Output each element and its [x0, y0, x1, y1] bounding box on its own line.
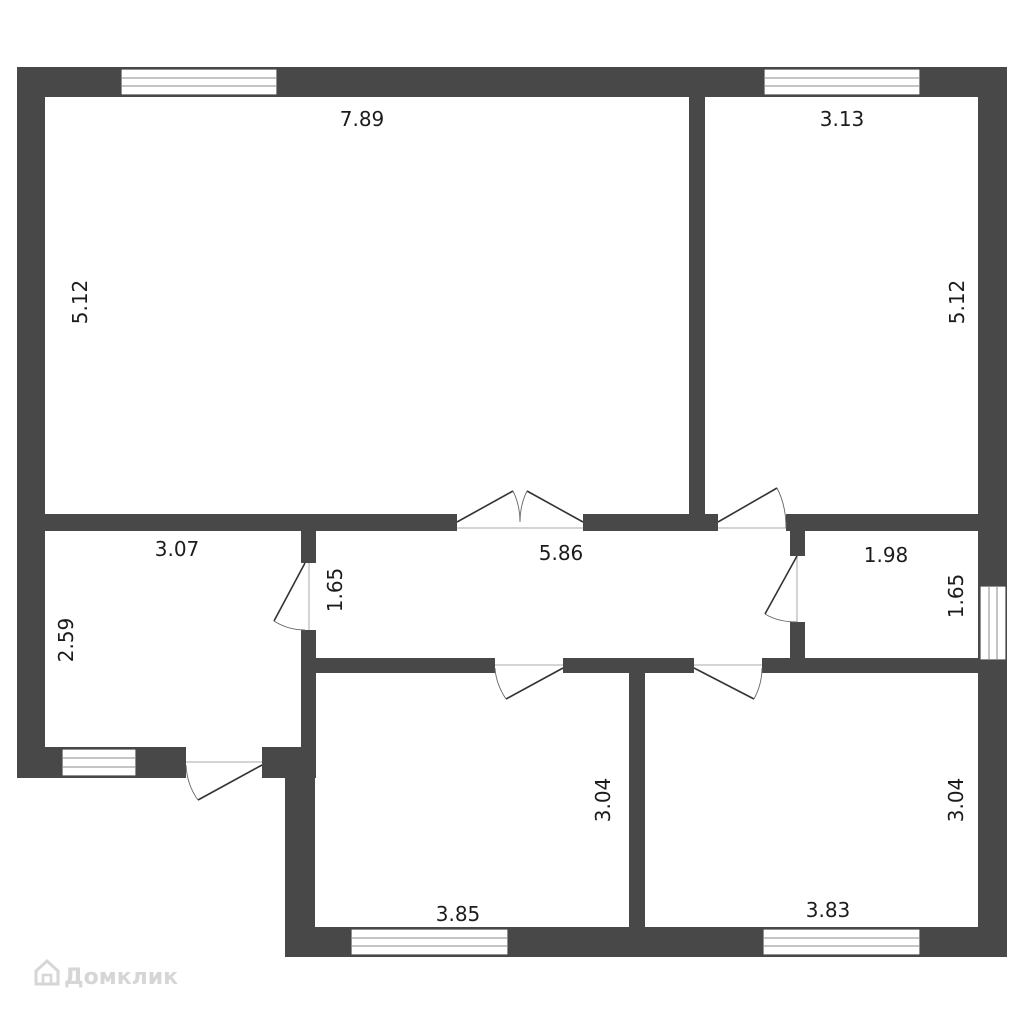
left-room-height-label: 2.59: [54, 618, 78, 663]
watermark: Домклик: [34, 958, 178, 990]
bedroom-bottom-right-width-label: 3.83: [806, 898, 851, 922]
door-bedroom-bottom-left: [494, 664, 564, 700]
living-room-width-label: 7.89: [340, 107, 385, 131]
door-gaps: [186, 513, 806, 779]
bedroom-bottom-left-width-label: 3.85: [436, 902, 481, 926]
door-left-room: [273, 562, 310, 631]
door-bathroom: [764, 555, 798, 623]
window-top-left: [120, 68, 278, 96]
bedroom-top-right-width-label: 3.13: [820, 107, 865, 131]
window-bottom-left: [350, 928, 509, 956]
house-icon: [34, 958, 60, 986]
watermark-text: Домклик: [64, 965, 178, 990]
entrance-door: [185, 761, 263, 801]
bedroom-bottom-right-height-label: 3.04: [944, 778, 968, 823]
bedroom-bottom-left-height-label: 3.04: [591, 778, 615, 823]
walls: [17, 67, 1007, 957]
double-door-living-room: [456, 490, 584, 529]
hallway-height-label: 1.65: [323, 568, 347, 613]
bathroom-height-label: 1.65: [944, 574, 968, 619]
door-bedroom-bottom-right: [693, 664, 763, 700]
left-room-width-label: 3.07: [155, 537, 200, 561]
window-bathroom-right: [979, 585, 1007, 661]
door-bedroom-top-right: [717, 487, 787, 529]
window-bottom-right: [762, 928, 921, 956]
living-room-height-label: 5.12: [68, 280, 92, 325]
bedroom-top-right-height-label: 5.12: [945, 280, 969, 325]
bathroom-width-label: 1.98: [864, 543, 909, 567]
hallway-width-label: 5.86: [539, 541, 584, 565]
window-top-right: [763, 68, 921, 96]
window-left-bottom: [61, 748, 137, 777]
